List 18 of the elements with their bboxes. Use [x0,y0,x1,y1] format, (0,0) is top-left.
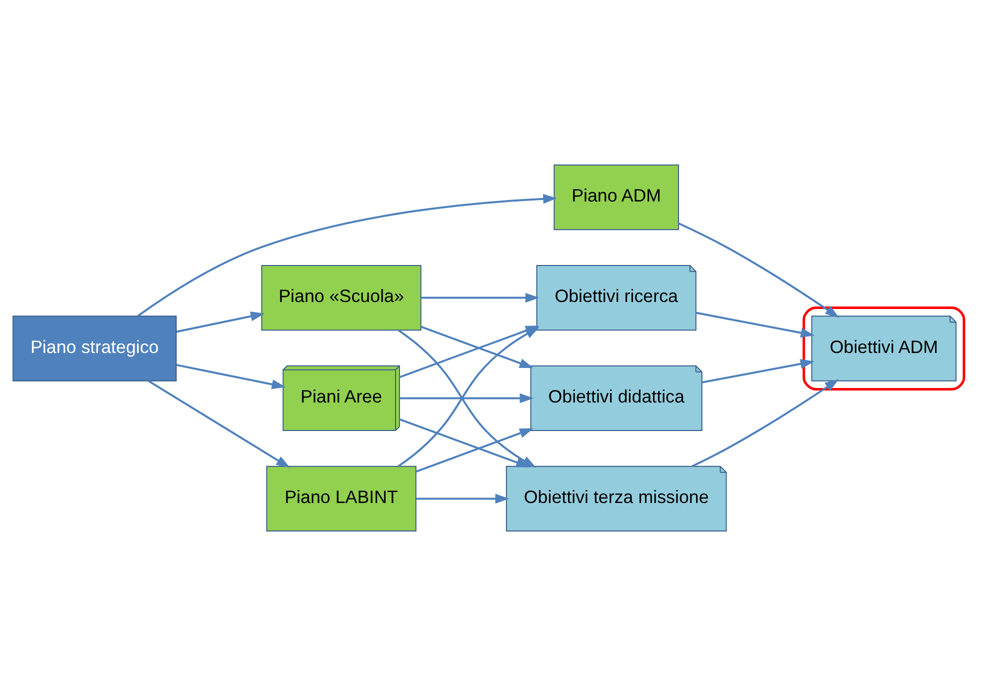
arrow [416,428,534,472]
arrow [416,493,510,504]
arrow [176,363,286,389]
arrow [420,325,534,368]
arrow [400,392,534,403]
arrow [176,311,265,332]
arrow [137,194,558,316]
arrow [702,358,814,383]
node-box: Piano ADM [554,164,679,230]
arrow [696,311,815,338]
arrow [678,222,840,318]
arrow [399,418,530,467]
arrow [148,380,290,468]
arrow [692,378,839,467]
node-box: Piano strategico [12,315,177,381]
arrow [420,292,540,302]
node-box: Piano LABINT [266,465,416,532]
node-box: Piano «Scuola» [261,264,422,330]
